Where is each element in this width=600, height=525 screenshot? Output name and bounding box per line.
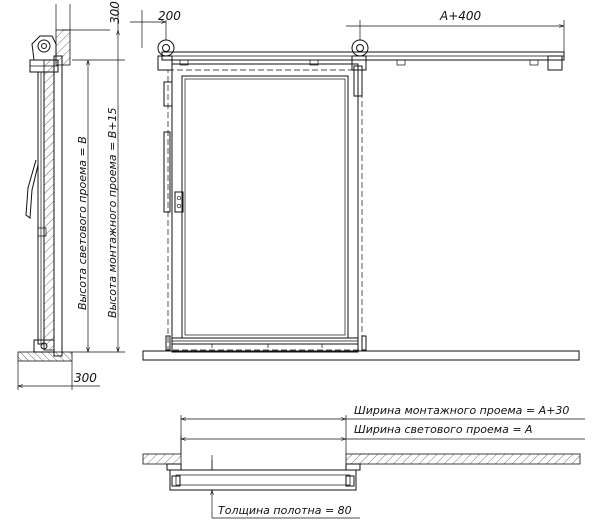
plan-wall-left bbox=[142, 453, 182, 465]
side-handle bbox=[25, 159, 39, 219]
plan-wall-right bbox=[345, 453, 581, 465]
front-lock bbox=[174, 191, 184, 213]
dim-top-300: 300 bbox=[108, 1, 122, 24]
front-floor bbox=[142, 350, 580, 361]
side-frame bbox=[53, 55, 63, 357]
plan-view bbox=[142, 415, 585, 519]
dim-200: 200 bbox=[158, 9, 181, 23]
label-install-height: Высота монтажного проема = В+15 bbox=[106, 107, 119, 318]
front-inner-panel bbox=[181, 75, 349, 339]
dim-a400: А+400 bbox=[439, 9, 482, 23]
plan-door-leaf bbox=[169, 469, 357, 491]
label-clear-width: Ширина светового проема = А bbox=[354, 423, 533, 436]
front-view bbox=[130, 10, 580, 361]
label-thickness: Толщина полотна = 80 bbox=[218, 504, 352, 517]
front-door-leaf bbox=[171, 63, 359, 353]
side-floor bbox=[17, 351, 73, 362]
label-clear-height: Высота светового проема = В bbox=[76, 136, 89, 310]
side-section-view bbox=[17, 4, 125, 390]
dim-bottom-300: 300 bbox=[74, 371, 97, 385]
side-wall bbox=[43, 59, 55, 351]
front-opening-dashed bbox=[167, 69, 363, 351]
label-install-width: Ширина монтажного проема = А+30 bbox=[354, 404, 569, 417]
